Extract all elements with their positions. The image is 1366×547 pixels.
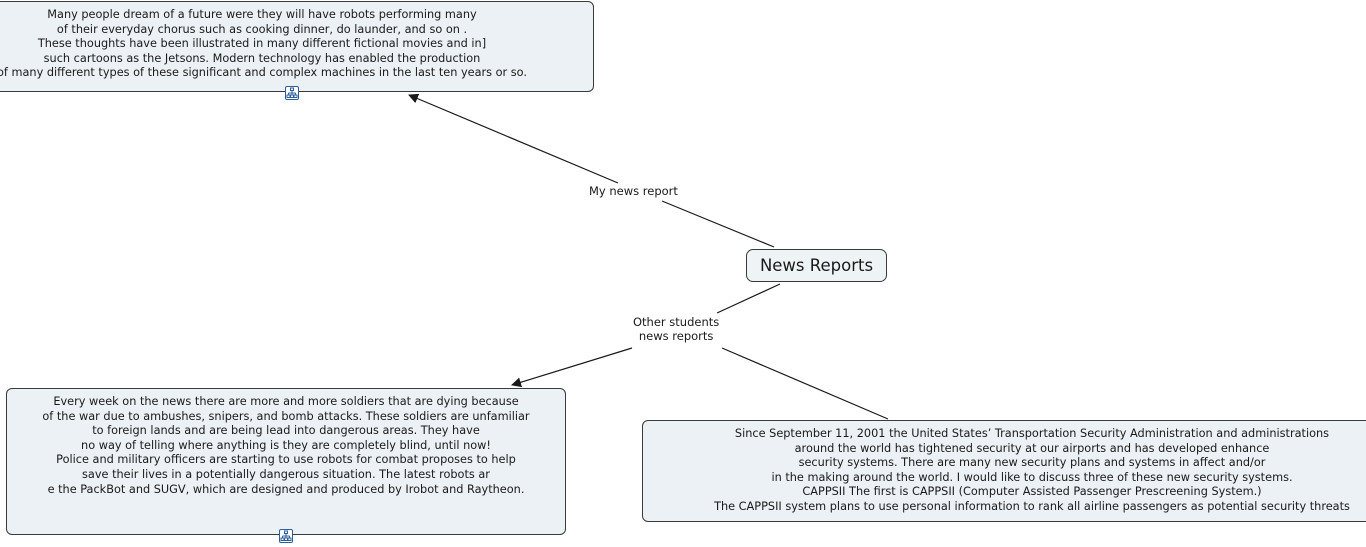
node-text-line: of many different types of these signifi… <box>0 66 527 80</box>
node-text-line: of their everyday chorus such as cooking… <box>56 22 468 36</box>
concept-node-security[interactable]: Since September 11, 2001 the United Stat… <box>642 420 1366 522</box>
concept-node-soldiers[interactable]: Every week on the news there are more an… <box>6 388 566 535</box>
node-text-soldiers: Every week on the news there are more an… <box>7 395 565 497</box>
node-text-line: such cartoons as the Jetsons. Modern tec… <box>43 51 481 65</box>
central-node-label: News Reports <box>759 255 874 275</box>
node-text-line: security systems. There are many new sec… <box>798 456 1266 470</box>
link-main-to-label-other <box>716 283 781 314</box>
node-text-line: The CAPPSII system plans to use personal… <box>714 499 1350 513</box>
node-text-line: around the world has tightened security … <box>794 441 1270 455</box>
link-label-my-news-report[interactable]: My news report <box>587 184 680 198</box>
link-main-to-label-my-report <box>661 200 775 248</box>
node-text-line: in the making around the world. I would … <box>771 470 1293 484</box>
node-text-line: Every week on the news there are more an… <box>53 395 519 408</box>
node-text-line: of the war due to ambushes, snipers, and… <box>42 409 530 423</box>
node-text-line: Many people dream of a future were they … <box>47 8 477 21</box>
node-text-line: CAPPSII The first is CAPPSII (Computer A… <box>802 485 1262 499</box>
node-text-robots-intro: Many people dream of a future were they … <box>0 8 593 81</box>
node-text-line: Police and military officers are startin… <box>56 453 516 467</box>
central-node-news-reports[interactable]: News Reports <box>746 249 887 282</box>
submap-icon[interactable] <box>279 529 293 543</box>
node-text-line: e the PackBot and SUGV, which are design… <box>47 482 525 496</box>
link-label-other-students-news-reports[interactable]: Other students news reports <box>631 315 722 343</box>
node-text-line: no way of telling where anything is they… <box>81 438 491 452</box>
concept-node-robots-intro[interactable]: Many people dream of a future were they … <box>0 1 594 92</box>
node-text-line: These thoughts have been illustrated in … <box>37 37 487 51</box>
node-text-line: Since September 11, 2001 the United Stat… <box>734 427 1330 440</box>
submap-icon[interactable] <box>285 86 299 100</box>
link-label-my-report-to-robots <box>408 93 619 184</box>
node-text-security: Since September 11, 2001 the United Stat… <box>643 427 1366 515</box>
link-label-other-to-security <box>721 347 889 420</box>
node-text-line: save their lives in a potentially danger… <box>82 467 490 481</box>
node-text-line: to foreign lands and are being lead into… <box>92 424 480 438</box>
link-label-other-to-soldiers <box>511 347 633 388</box>
